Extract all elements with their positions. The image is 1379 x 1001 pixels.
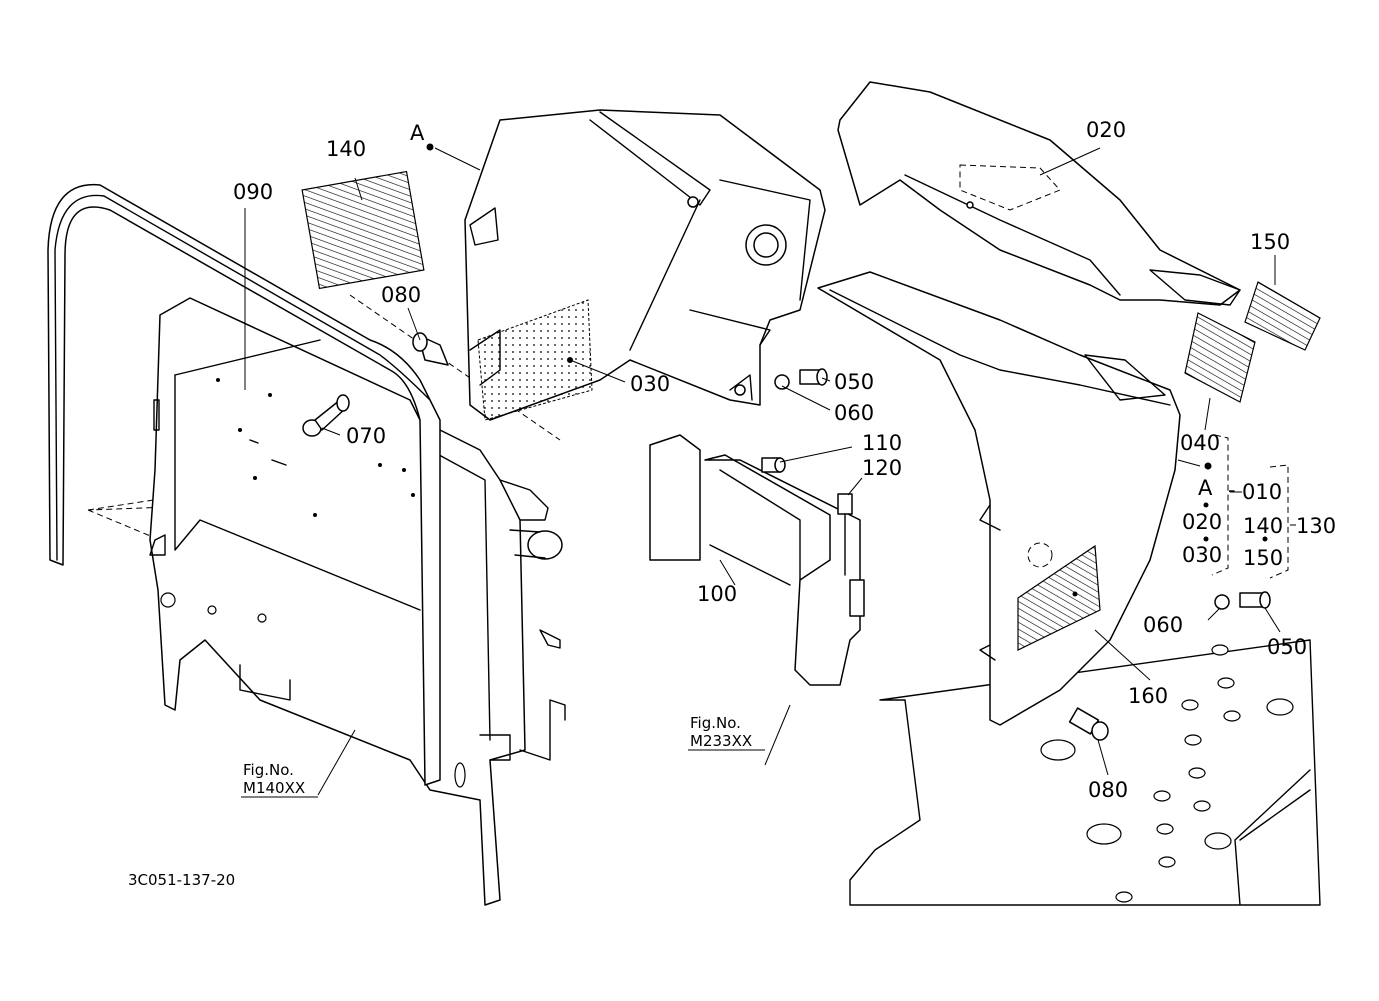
label-150-grp: 150 [1243,546,1283,570]
grp-dash-a: - [1228,478,1236,502]
label-030-main: 030 [630,372,670,396]
label-030-grp: 030 [1182,543,1222,567]
fig-ref-m140xx: Fig.No. M140XX [241,761,318,798]
ref-dot-160 [1072,591,1078,597]
part-080-bolt-bot [1068,707,1109,741]
label-020-grp: 020 [1182,510,1222,534]
label-010: 010 [1242,480,1282,504]
ref-dot-a-grp [1204,462,1212,470]
label-060-top: 060 [834,401,874,425]
label-150-main: 150 [1250,230,1290,254]
fig1-label: Fig.No. [243,761,294,779]
floor-holes [1040,644,1294,903]
ref-dot-a-top [426,143,434,151]
leader-lines [244,147,1281,796]
dotted-decal-area [477,299,593,421]
label-080-bot: 080 [1088,778,1128,802]
label-140-grp: 140 [1243,514,1283,538]
part-140-decal [301,170,425,290]
label-050-bot: 050 [1267,635,1307,659]
part-100-bracket [649,434,865,686]
part-160-decal [1017,544,1101,651]
part-050-bolt-bot [1239,591,1271,609]
label-a-top: A [410,121,425,145]
group-bracket-marks [1230,491,1296,526]
label-110: 110 [862,431,902,455]
part-150-decal [1244,281,1321,351]
ref-dot-grp-4 [1262,536,1268,542]
part-right-cover [817,271,1181,726]
label-a-grp: A [1198,476,1213,500]
part-120-bolt [837,493,853,576]
ref-dot-030 [567,357,573,363]
label-060-bot: 060 [1143,613,1183,637]
fig2-label: Fig.No. [690,714,741,732]
label-090: 090 [233,180,273,204]
part-040-decal [1184,312,1256,403]
label-050-top: 050 [834,370,874,394]
fig1-code: M140XX [243,779,305,797]
part-110-bolt [761,457,786,473]
fig2-code: M233XX [690,732,752,750]
floor-plate [849,639,1321,906]
part-080-bolt-top [412,332,449,366]
part-050-bolt-top [799,368,828,386]
ref-dot-grp-3 [1203,536,1209,542]
label-140-main: 140 [326,137,366,161]
drawing-number: 3C051-137-20 [128,871,235,889]
fasteners [302,332,1271,741]
label-160: 160 [1128,684,1168,708]
part-060-washer-bot [1214,594,1230,610]
part-030-cover [464,109,826,421]
part-070-bolt [302,394,350,437]
ref-dot-grp-2 [1203,502,1209,508]
part-labels: A 140 090 080 070 030 050 060 110 120 10… [233,118,1336,802]
label-100: 100 [697,582,737,606]
label-020-top: 020 [1086,118,1126,142]
label-130: 130 [1296,514,1336,538]
part-020-top-cover [837,81,1241,306]
fig-ref-m233xx: Fig.No. M233XX [688,714,765,751]
label-040: 040 [1180,431,1220,455]
label-070: 070 [346,424,386,448]
part-090-seal [47,183,441,786]
label-120: 120 [862,456,902,480]
label-080-top: 080 [381,283,421,307]
part-060-washer-top [774,374,790,390]
